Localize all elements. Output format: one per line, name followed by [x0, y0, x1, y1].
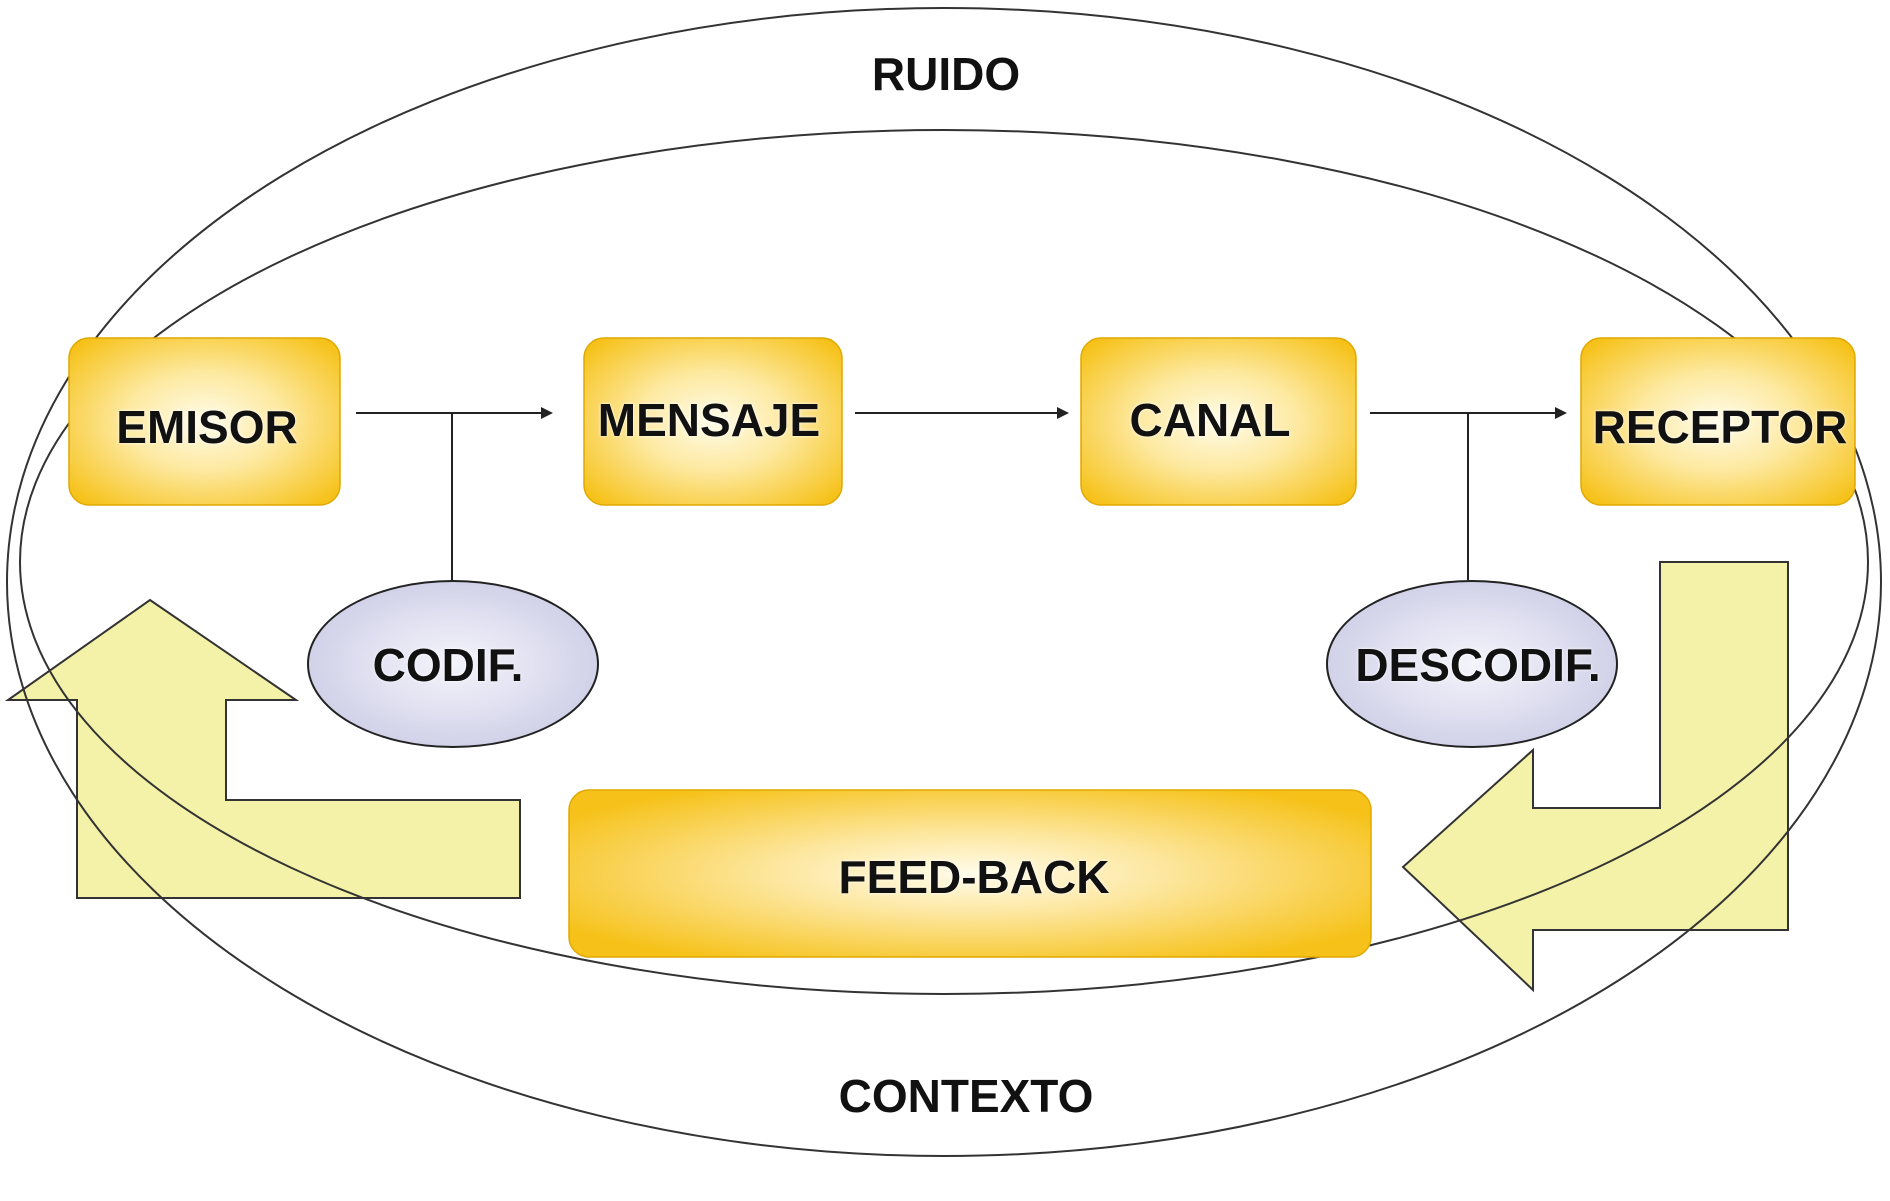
feedback-arrow-right — [1401, 561, 1789, 993]
receptor-label: RECEPTOR — [1593, 401, 1848, 453]
mensaje-label: MENSAJE — [598, 394, 820, 446]
codif-label: CODIF. — [373, 639, 524, 691]
ruido-label: RUIDO — [872, 48, 1020, 100]
codif-node: CODIF. — [307, 580, 599, 748]
emisor-label: EMISOR — [116, 401, 297, 453]
contexto-ellipse — [19, 129, 1869, 995]
mensaje-node: MENSAJE — [583, 337, 843, 506]
contexto-label: CONTEXTO — [839, 1070, 1094, 1122]
feedback-label: FEED-BACK — [839, 851, 1110, 903]
canal-node: CANAL — [1080, 337, 1357, 506]
ruido-ellipse — [6, 7, 1882, 1157]
canal-label: CANAL — [1130, 394, 1291, 446]
descodif-node: DESCODIF. — [1326, 580, 1618, 748]
receptor-node: RECEPTOR — [1580, 337, 1856, 506]
descodif-label: DESCODIF. — [1355, 639, 1600, 691]
emisor-node: EMISOR — [68, 337, 341, 506]
feedback-node: FEED-BACK — [568, 789, 1372, 958]
